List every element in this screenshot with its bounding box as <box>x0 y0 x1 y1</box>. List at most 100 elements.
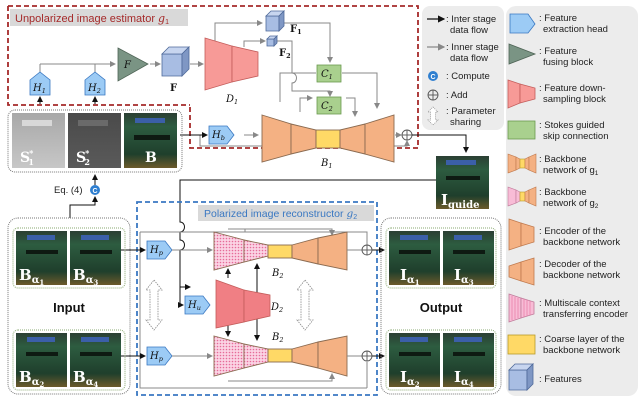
legend-add: : Add <box>427 89 468 101</box>
legend-label: transferring encoder <box>543 309 628 320</box>
svg-text:Bα2: Bα2 <box>19 368 44 389</box>
feature-cube-f: F <box>161 46 190 94</box>
legend-label: sharing <box>450 117 481 128</box>
legend-inter-stage: : Inter stage data flow <box>427 14 496 36</box>
svg-text:Iα2: Iα2 <box>400 368 420 389</box>
legend-label: : Multiscale context <box>539 298 620 309</box>
input-image-4: Bα4 <box>70 333 121 389</box>
legend-coarse-layer: : Coarse layer of the backbone network <box>507 334 625 356</box>
legend-label: : Parameter <box>446 106 496 117</box>
stage2-connections <box>139 228 368 389</box>
equation-label: Eq. (4) <box>54 185 83 196</box>
feature-extraction-head-hb: Hb <box>208 125 235 145</box>
svg-text:B: B <box>145 150 157 166</box>
svg-text:C: C <box>92 188 97 195</box>
legend-backbone-g1: : Backbone network of g1 <box>507 153 599 177</box>
output-image-3: Iα3 <box>443 231 494 287</box>
svg-text:S*1: S*1 <box>20 148 34 167</box>
legend-multiscale: : Multiscale context transferring encode… <box>508 293 628 323</box>
multiscale-encoder-icon <box>508 293 535 323</box>
legend-label: : Coarse layer of the <box>539 334 625 345</box>
svg-text:Iα4: Iα4 <box>454 368 474 389</box>
legend-right <box>506 6 638 396</box>
svg-text:F2: F2 <box>279 48 291 60</box>
feature-extraction-head-hp-top: Hp <box>146 240 173 260</box>
stage1-input-images: S*1 S*2 B <box>7 109 183 173</box>
legend-left <box>422 6 504 130</box>
svg-text:Bα1: Bα1 <box>19 266 44 287</box>
image-s2: S*2 <box>68 113 121 168</box>
svg-text:Hb: Hb <box>211 130 225 142</box>
legend-backbone-g2: : Backbone network of g2 <box>507 186 599 210</box>
legend-label: : Backbone <box>539 154 587 165</box>
legend-label: backbone network <box>543 270 620 281</box>
feature-extraction-head-h1: H1 <box>29 71 51 96</box>
coarse-layer-icon <box>507 334 536 355</box>
feature-cube-f1: F1 <box>265 10 302 36</box>
backbone-b1: B1 <box>261 114 395 170</box>
svg-text:Iguide: Iguide <box>441 191 479 211</box>
legend-label: : Inner stage <box>446 42 499 53</box>
add-node-b1 <box>401 129 413 141</box>
downsampling-block-d1: D1 <box>204 37 259 106</box>
legend-label: skip connection <box>543 131 608 142</box>
svg-text:D2: D2 <box>270 302 283 314</box>
svg-text:F: F <box>123 60 132 71</box>
svg-text:Hp: Hp <box>149 245 164 257</box>
feature-extraction-head-hu: Hu <box>184 295 211 315</box>
legend-label: backbone network <box>543 237 620 248</box>
legend-label: : Add <box>446 90 468 101</box>
svg-text:B2: B2 <box>271 268 284 280</box>
output-group: Iα1 Iα3 Iα2 Iα4 Output <box>380 217 502 395</box>
legend-label: extraction head <box>543 24 608 35</box>
legend-label: : Encoder of the <box>539 226 606 237</box>
feature-fusing-block-icon <box>508 43 537 65</box>
parameter-sharing-icon <box>145 279 163 331</box>
legend-feature-downsampling: : Feature down- sampling block <box>507 79 606 109</box>
compute-node: Eq. (4) C <box>54 185 100 196</box>
legend-label: : Features <box>539 374 582 385</box>
feature-extraction-head-h2: H2 <box>84 71 106 96</box>
legend-label: network of g2 <box>543 198 599 210</box>
legend-parameter-sharing: : Parameter sharing <box>427 106 496 128</box>
compute-icon: C <box>428 71 438 81</box>
stokes-skip-connection-c2: C2 <box>316 96 342 115</box>
parameter-sharing-icon <box>427 106 439 126</box>
svg-text:Bα4: Bα4 <box>73 368 98 389</box>
svg-text:F1: F1 <box>290 24 302 36</box>
svg-text:B1: B1 <box>320 158 333 170</box>
legend-label: sampling block <box>543 94 606 105</box>
backbone-b2-top: B2 <box>213 231 348 280</box>
legend-label: network of g1 <box>543 165 599 177</box>
feature-extraction-head-icon <box>509 13 536 34</box>
input-image-2: Bα2 <box>16 333 67 389</box>
svg-text:Hp: Hp <box>149 351 164 363</box>
add-node-bottom <box>361 350 373 362</box>
output-image-1: Iα1 <box>389 231 440 287</box>
legend-label: data flow <box>450 53 488 64</box>
legend-label: : Inter stage <box>446 14 496 25</box>
input-image-3: Bα3 <box>70 231 121 287</box>
svg-text:Bα3: Bα3 <box>73 266 98 287</box>
output-label: Output <box>420 300 463 315</box>
legend-compute: C : Compute <box>428 71 490 82</box>
legend-label: data flow <box>450 25 488 36</box>
svg-text:H1: H1 <box>32 83 46 95</box>
output-image-4: Iα4 <box>443 333 494 389</box>
legend-decoder: : Decoder of the backbone network <box>508 257 620 286</box>
feature-fusing-block: F <box>117 47 149 82</box>
add-icon <box>427 89 439 101</box>
legend-label: backbone network <box>543 345 620 356</box>
svg-text:Iα1: Iα1 <box>400 266 420 287</box>
stokes-skip-connection-icon <box>507 120 536 140</box>
feature-downsampling-block-icon <box>507 79 536 109</box>
stokes-skip-connection-c1: C1 <box>316 64 342 83</box>
legend-feature-extraction-head: : Feature extraction head <box>509 13 608 35</box>
image-b: B <box>124 113 177 168</box>
compute-icon <box>90 185 100 195</box>
image-iguide: Iguide <box>436 156 489 211</box>
